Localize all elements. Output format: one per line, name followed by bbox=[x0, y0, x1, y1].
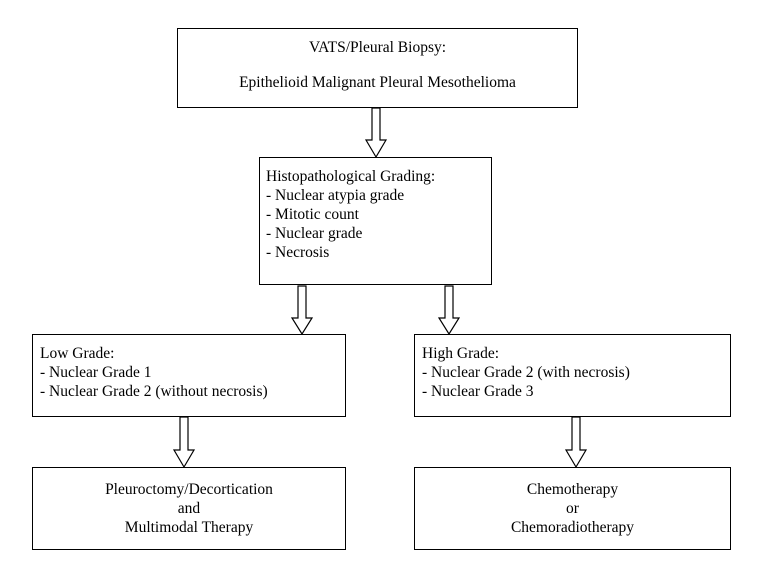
diagnosis-box: VATS/Pleural Biopsy: Epithelioid Maligna… bbox=[177, 28, 578, 108]
grading-item: - Nuclear atypia grade bbox=[266, 187, 405, 204]
low-grade-title: Low Grade: bbox=[40, 345, 115, 362]
arrow-grading-to-high bbox=[437, 285, 461, 336]
arrow-low-to-treatment bbox=[172, 416, 196, 469]
low-grade-item: - Nuclear Grade 2 (without necrosis) bbox=[40, 383, 268, 400]
high-treatment-box: Chemotherapy or Chemoradiotherapy bbox=[414, 467, 731, 550]
low-treatment-box: Pleuroctomy/Decortication and Multimodal… bbox=[32, 467, 346, 550]
low-grade-item: - Nuclear Grade 1 bbox=[40, 364, 152, 381]
high-treatment-line: Chemoradiotherapy bbox=[510, 519, 635, 536]
high-grade-item: - Nuclear Grade 3 bbox=[422, 383, 534, 400]
arrow-high-to-treatment bbox=[564, 416, 588, 469]
high-treatment-line: or bbox=[566, 500, 579, 517]
low-treatment-line: and bbox=[177, 500, 201, 517]
high-grade-item: - Nuclear Grade 2 (with necrosis) bbox=[422, 364, 630, 381]
low-treatment-line: Pleuroctomy/Decortication bbox=[105, 481, 273, 498]
grading-box: Histopathological Grading: - Nuclear aty… bbox=[259, 157, 492, 285]
diagnosis-result: Epithelioid Malignant Pleural Mesothelio… bbox=[239, 74, 516, 91]
grading-title: Histopathological Grading: bbox=[266, 168, 436, 185]
grading-item: - Nuclear grade bbox=[266, 225, 363, 242]
arrow-top-to-grading bbox=[364, 107, 388, 159]
grading-item: - Necrosis bbox=[266, 244, 330, 261]
grading-item: - Mitotic count bbox=[266, 206, 359, 223]
high-grade-title: High Grade: bbox=[422, 345, 500, 362]
high-grade-box: High Grade: - Nuclear Grade 2 (with necr… bbox=[414, 334, 731, 417]
low-grade-box: Low Grade: - Nuclear Grade 1 - Nuclear G… bbox=[32, 334, 346, 417]
diagnosis-method: VATS/Pleural Biopsy: bbox=[308, 39, 447, 56]
low-treatment-line: Multimodal Therapy bbox=[124, 519, 254, 536]
high-treatment-line: Chemotherapy bbox=[526, 481, 619, 498]
arrow-grading-to-low bbox=[290, 285, 314, 336]
